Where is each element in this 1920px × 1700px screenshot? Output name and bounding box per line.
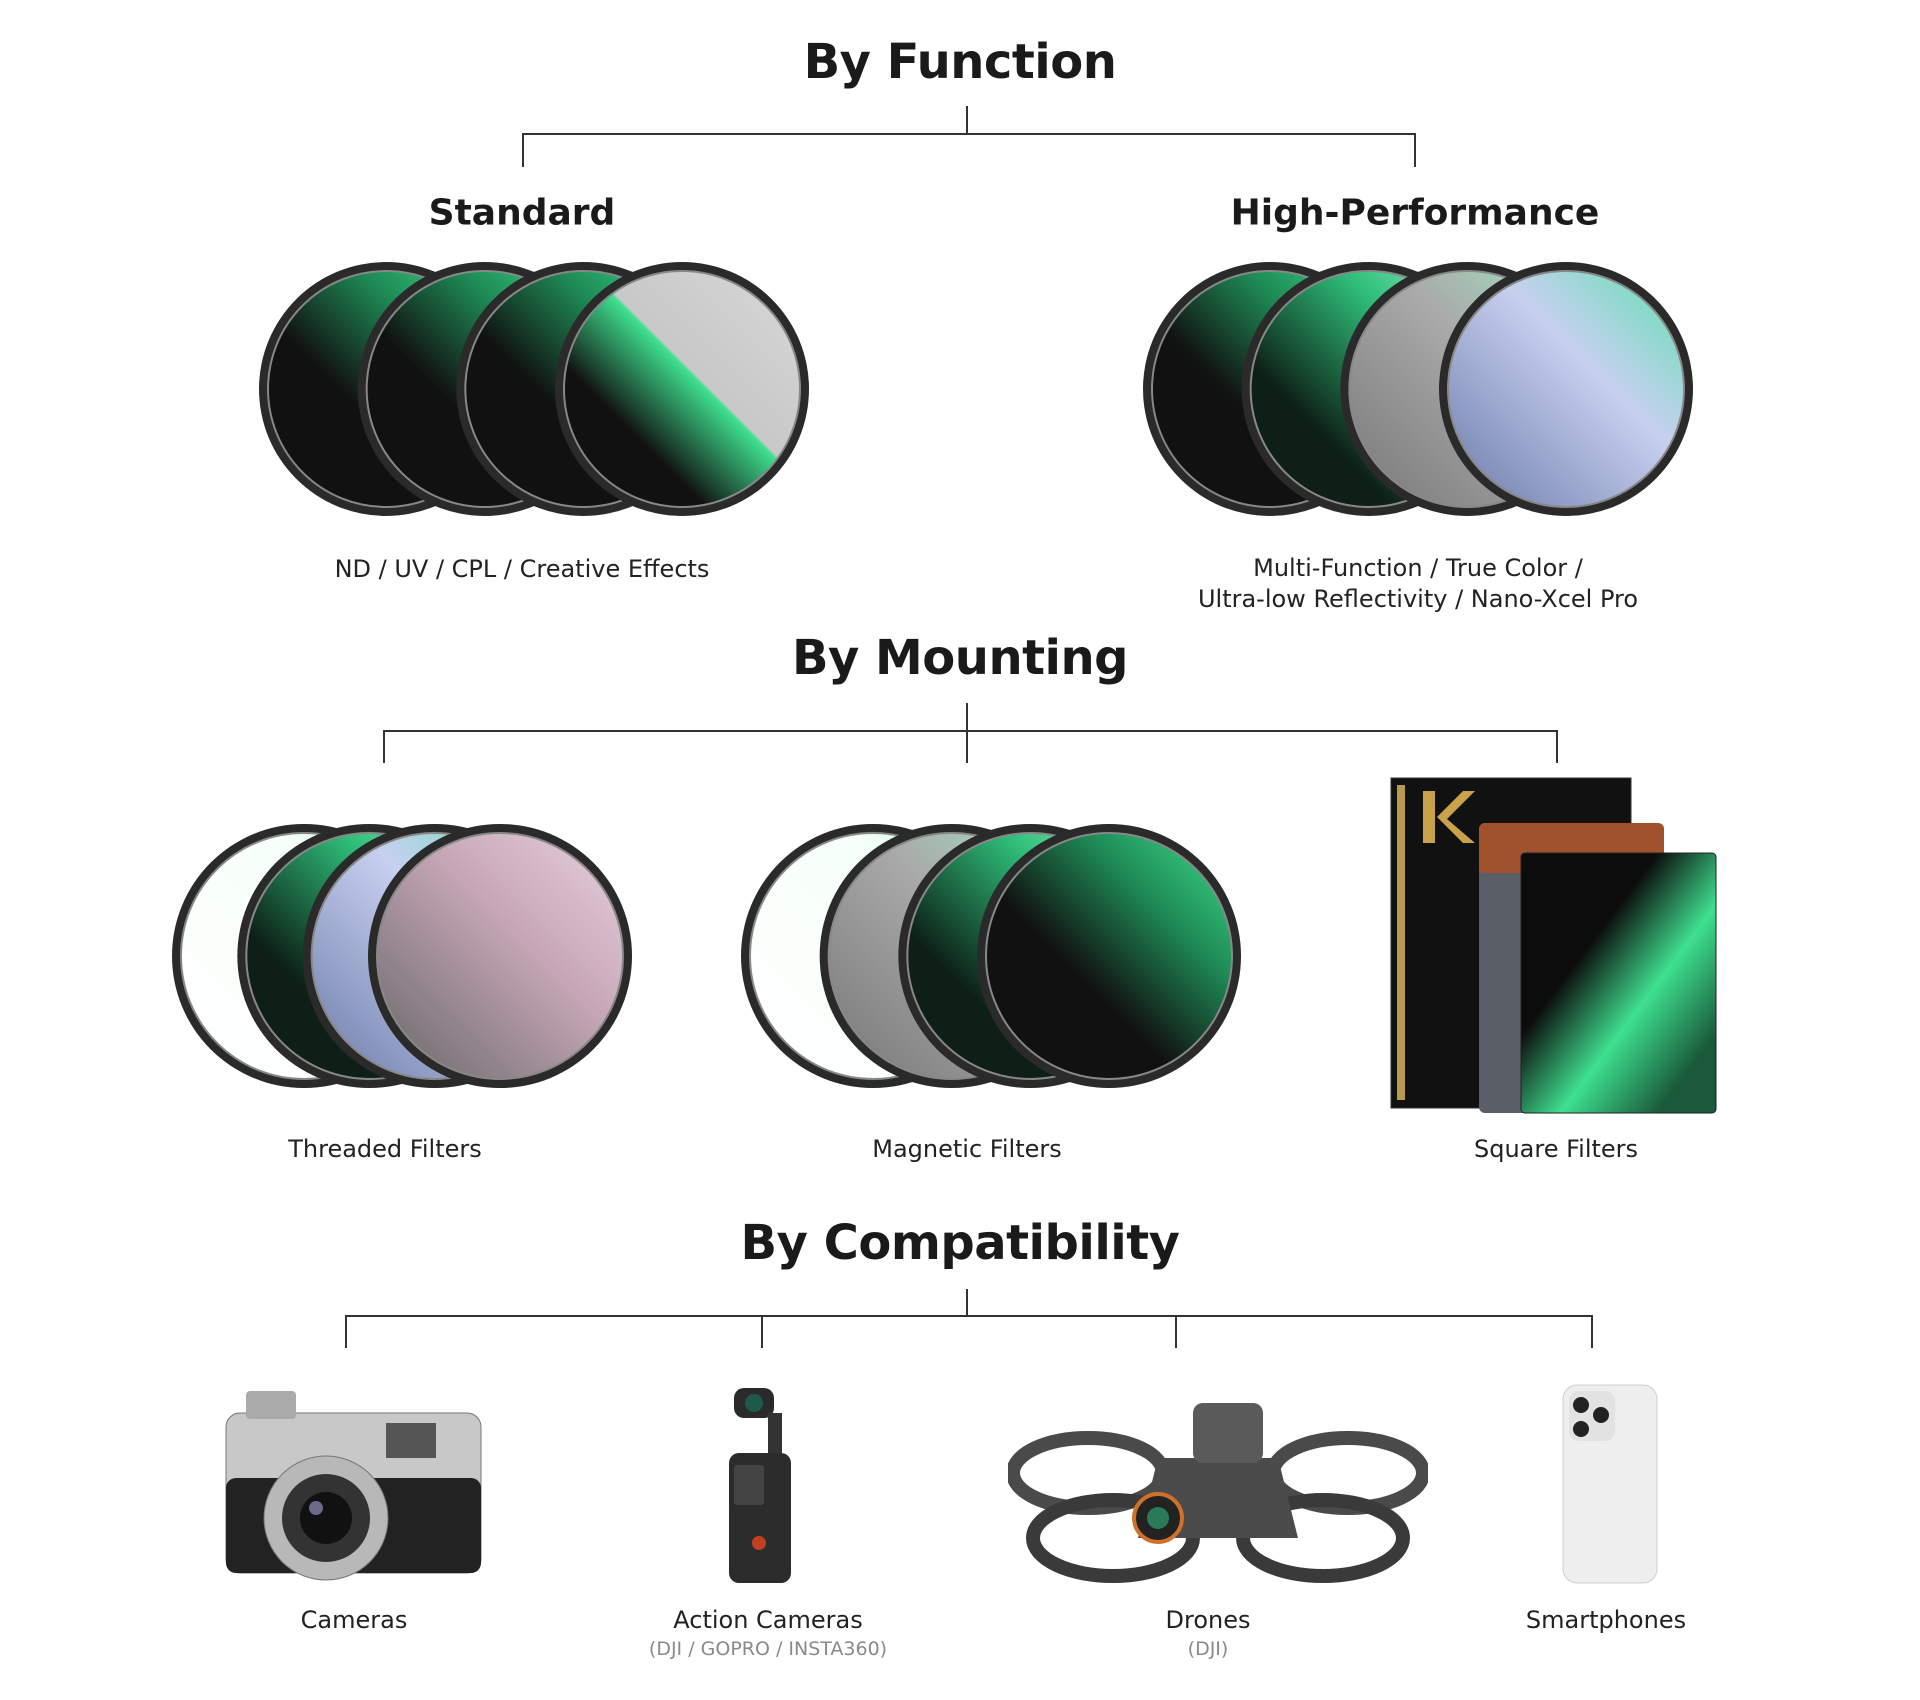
tree-connector bbox=[1175, 1315, 1177, 1348]
tree-connector bbox=[966, 106, 968, 134]
filter-glass bbox=[563, 270, 801, 508]
smartphone-image bbox=[1562, 1384, 1658, 1584]
standard-caption: ND / UV / CPL / Creative Effects bbox=[334, 555, 710, 583]
threaded-filters-caption: Threaded Filters bbox=[288, 1135, 482, 1163]
smartphones-caption: Smartphones bbox=[1525, 1606, 1687, 1634]
high-performance-caption-line2: Ultra-low Reflectivity / Nano-Xcel Pro bbox=[1197, 585, 1639, 613]
action-camera-image bbox=[729, 1388, 791, 1583]
tree-connector bbox=[1591, 1315, 1593, 1348]
tree-connector bbox=[345, 1315, 1593, 1317]
magnetic-filters-image bbox=[741, 824, 1241, 1088]
square-filters-image bbox=[1390, 777, 1717, 1114]
square-filters-caption: Square Filters bbox=[1473, 1135, 1639, 1163]
by-function-title: By Function bbox=[803, 34, 1117, 90]
tree-connector bbox=[1556, 730, 1558, 763]
by-compatibility-title: By Compatibility bbox=[740, 1215, 1180, 1271]
drone-image bbox=[1008, 1403, 1428, 1583]
drones-caption: Drones bbox=[1165, 1606, 1251, 1634]
drones-subcaption: (DJI) bbox=[1187, 1638, 1229, 1660]
high-performance-heading: High-Performance bbox=[1230, 192, 1600, 234]
filter-glass bbox=[1447, 270, 1685, 508]
standard-heading: Standard bbox=[428, 192, 616, 234]
tree-connector bbox=[1414, 133, 1416, 167]
tree-connector bbox=[966, 1289, 968, 1316]
tree-connector bbox=[522, 133, 524, 167]
action-cameras-caption: Action Cameras bbox=[673, 1606, 863, 1634]
standard-filters-image bbox=[259, 262, 809, 516]
threaded-filters-image bbox=[172, 824, 632, 1088]
tree-connector bbox=[761, 1315, 763, 1348]
cameras-caption: Cameras bbox=[300, 1606, 408, 1634]
camera-image bbox=[225, 1391, 482, 1581]
tree-connector bbox=[966, 703, 968, 763]
tree-connector bbox=[522, 133, 1416, 135]
tree-connector bbox=[383, 730, 385, 763]
filter-glass bbox=[376, 832, 624, 1080]
magnetic-filters-caption: Magnetic Filters bbox=[872, 1135, 1062, 1163]
by-mounting-title: By Mounting bbox=[791, 630, 1129, 686]
tree-connector bbox=[345, 1315, 347, 1348]
filter-glass bbox=[985, 832, 1233, 1080]
high-performance-filters-image bbox=[1143, 262, 1693, 516]
high-performance-caption-line1: Multi-Function / True Color / bbox=[1253, 554, 1583, 582]
action-cameras-subcaption: (DJI / GOPRO / INSTA360) bbox=[648, 1638, 888, 1660]
tree-connector bbox=[383, 730, 1558, 732]
